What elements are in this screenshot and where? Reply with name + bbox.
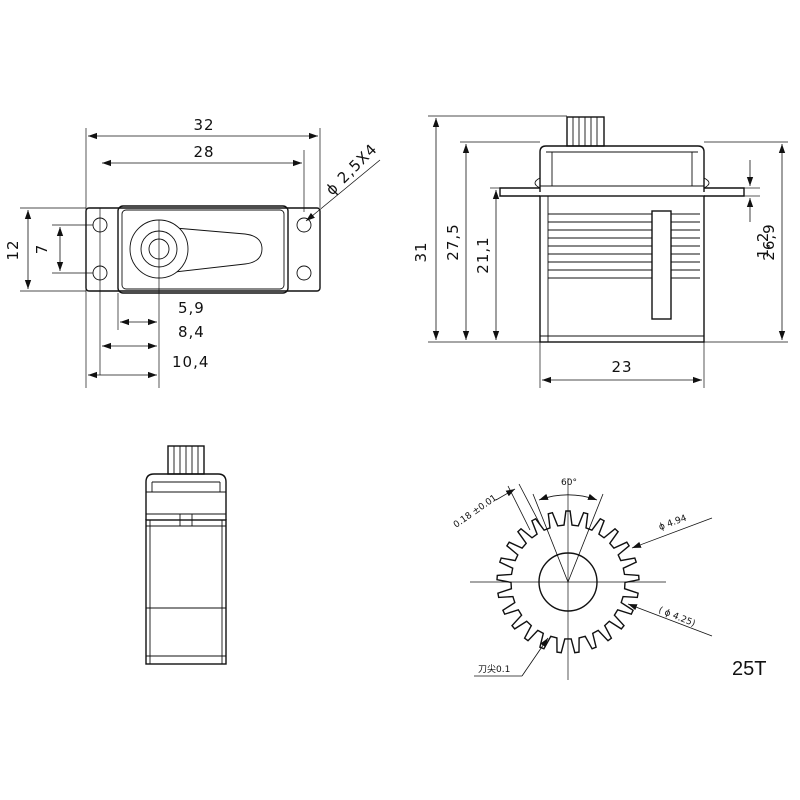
top-view-case xyxy=(117,205,289,294)
outer-diameter-label: ϕ 4.94 xyxy=(658,513,689,532)
angle-arc xyxy=(538,493,598,501)
servo-horn xyxy=(174,227,263,273)
spline-detail: 60° 0.18 ±0.01 ϕ 4.94 ( ϕ 4.25) 刀尖0.1 25… xyxy=(452,478,766,680)
top-view: 32 28 ϕ 2,5X4 12 7 5,9 8,4 10,4 xyxy=(4,116,381,388)
side-label-plate xyxy=(651,210,672,320)
dim-total-height: 31 xyxy=(412,241,430,262)
dim-hole-spacing: 28 xyxy=(193,143,214,161)
dim-c: 10,4 xyxy=(172,353,209,371)
dim-flange-thickness: 1,2 xyxy=(754,232,772,259)
side-ribs xyxy=(548,213,700,279)
dim-overall-width: 32 xyxy=(193,116,214,134)
side-body xyxy=(539,195,705,343)
tip-note-label: 刀尖0.1 xyxy=(478,663,510,675)
dim-body-height: 27,5 xyxy=(444,223,462,260)
dim-hole-pitch: 7 xyxy=(33,244,51,255)
mount-hole-br xyxy=(296,265,312,281)
dim-width: 23 xyxy=(611,358,632,376)
angle-label: 60° xyxy=(561,478,577,488)
front-view xyxy=(145,445,227,665)
top-view-case-inner xyxy=(121,209,285,290)
side-top-cover xyxy=(539,145,705,192)
tooth-width-label: 0.18 ±0.01 xyxy=(452,493,499,530)
front-top-cover xyxy=(145,473,227,520)
side-flange-left xyxy=(499,187,540,197)
dim-lower-height: 21,1 xyxy=(474,236,492,273)
dim-mount-hole: ϕ 2,5X4 xyxy=(322,140,381,199)
dim-overall-height: 12 xyxy=(4,239,22,260)
mount-hole-tr xyxy=(296,217,312,233)
front-body xyxy=(145,519,227,665)
side-flange-right xyxy=(704,187,745,197)
teeth-count-label: 25T xyxy=(732,658,766,680)
top-view-flange xyxy=(85,207,321,292)
dim-b: 8,4 xyxy=(178,323,205,341)
dim-case-height: 26,9 xyxy=(760,223,778,260)
side-view: 31 27,5 21,1 1,2 26,9 23 xyxy=(412,115,788,388)
front-tab xyxy=(179,513,193,527)
dim-a: 5,9 xyxy=(178,299,205,317)
